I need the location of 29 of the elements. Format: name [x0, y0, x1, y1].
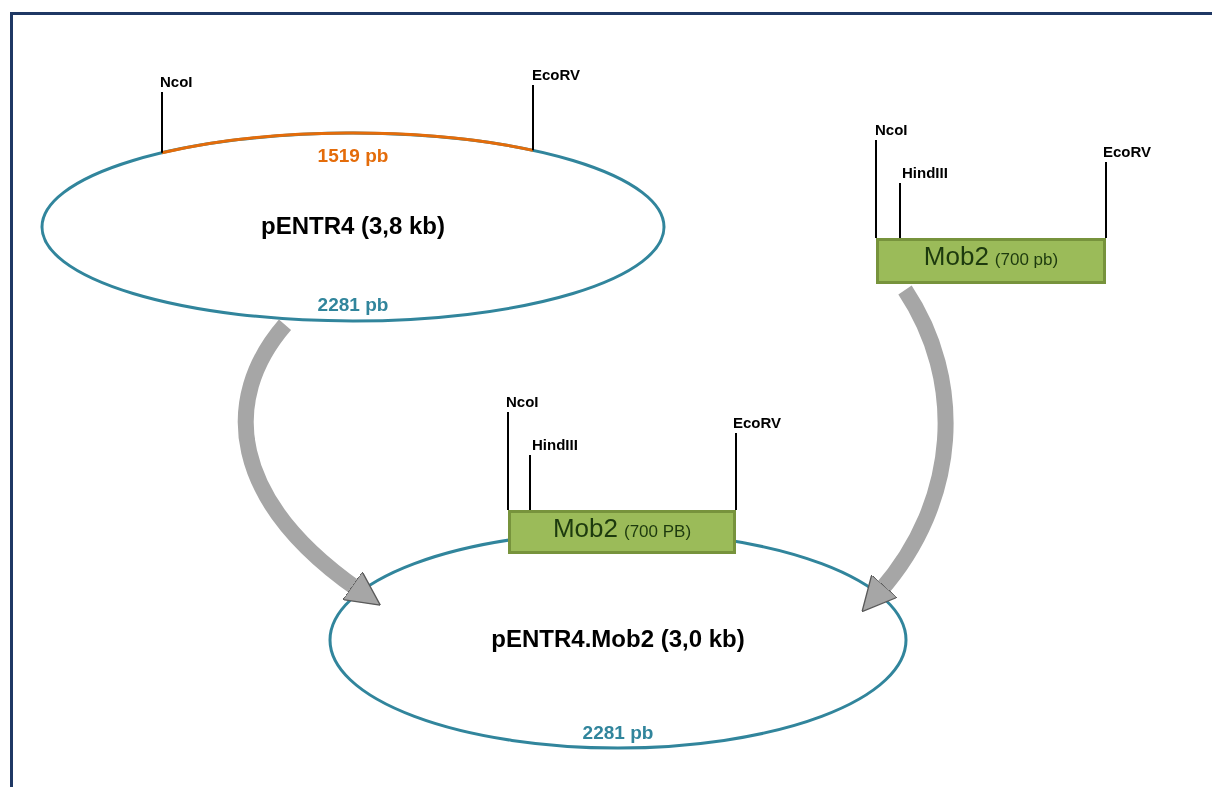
restriction-site-label: HindIII [532, 436, 578, 454]
fragment-size-label: 2281 pb [316, 294, 390, 316]
leader-line [875, 139, 877, 239]
restriction-site-label: HindIII [902, 164, 948, 182]
gene-size: (700 PB) [623, 522, 692, 542]
leader-line [899, 182, 901, 239]
curved-arrow [237, 319, 381, 607]
leader-line [161, 91, 163, 154]
gene-name: Mob2 [923, 241, 989, 272]
leader-line [735, 432, 737, 511]
curved-arrow [862, 285, 954, 614]
gene-size: (700 pb) [994, 250, 1059, 270]
fragment-size-label: 2281 pb [581, 722, 655, 744]
restriction-site-label: EcoRV [532, 66, 581, 84]
leader-line [529, 454, 531, 511]
gene-name: Mob2 [552, 513, 618, 544]
restriction-site-label: NcoI [160, 73, 193, 91]
fragment-size-label: 1519 pb [316, 145, 390, 167]
plasmid-name: pENTR4.Mob2 (3,0 kb) [490, 625, 746, 653]
plasmid-map [40, 131, 666, 323]
restriction-site-label: EcoRV [1103, 143, 1152, 161]
plasmid-name: pENTR4 (3,8 kb) [260, 212, 446, 240]
gene-insert-box [508, 510, 736, 554]
restriction-site-label: NcoI [875, 121, 908, 139]
leader-line [1105, 161, 1107, 239]
leader-line [507, 411, 509, 511]
restriction-site-label: EcoRV [733, 414, 782, 432]
restriction-site-label: NcoI [506, 393, 539, 411]
gene-insert-box [876, 238, 1106, 284]
